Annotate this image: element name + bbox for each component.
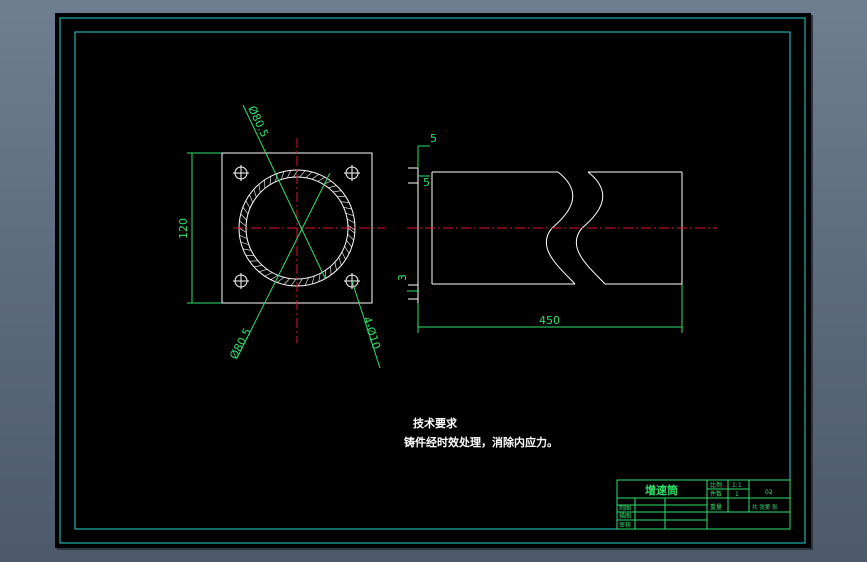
outer-frame: [59, 17, 806, 544]
hatch-line: [269, 176, 271, 185]
hatch-line: [249, 260, 258, 262]
hatch-line: [311, 173, 319, 180]
dimension-diameter-top: Ø80.5: [245, 104, 271, 140]
inner-frame: [74, 31, 791, 530]
hatch-line: [347, 227, 355, 234]
hatch-line: [334, 262, 337, 271]
hatch-line: [239, 234, 248, 239]
hatch-line: [245, 254, 255, 257]
hatch-line: [304, 277, 309, 286]
hatch-line: [343, 207, 352, 210]
side-view[interactable]: 5 5 3 450: [396, 132, 717, 333]
hatch-line: [287, 170, 292, 179]
hatch-line: [347, 225, 356, 231]
diameter-leader-bottom: [236, 172, 331, 359]
hatch-line: [242, 207, 249, 215]
hatch-line: [347, 218, 355, 224]
hatch-line: [340, 201, 350, 203]
dimension-hole-callout: 4-Ø10: [360, 315, 383, 351]
front-view[interactable]: Ø80.5 Ø80.5 4-Ø10 120: [177, 104, 385, 369]
hatch-line: [293, 169, 299, 178]
hatch-line: [341, 251, 346, 260]
hatch-line: [344, 246, 350, 254]
bolt-hole-top-left: [233, 165, 249, 181]
hatch-line: [328, 185, 337, 189]
cad-viewport[interactable]: Ø80.5 Ø80.5 4-Ø10 120 5 5 3: [55, 13, 811, 548]
title-material-label: 重量: [710, 503, 722, 511]
hatch-line: [317, 177, 326, 182]
dimension-offset-bottom: 3: [396, 274, 409, 281]
dimension-offset-top-b: 5: [423, 176, 430, 189]
hatch-line: [347, 233, 354, 241]
title-scale-value: 1:1: [732, 482, 742, 489]
hatch-line: [330, 266, 332, 275]
flange-top-lip: [408, 167, 419, 184]
hatch-line: [333, 190, 342, 193]
hatch-line: [253, 189, 257, 198]
hatch-line: [338, 257, 342, 266]
title-sheet-label: 共 张第 张: [752, 503, 778, 511]
hatch-line: [345, 212, 354, 217]
notes-line-1: 铸件经时效处理，消除内应力。: [404, 435, 558, 449]
hatch-line: [275, 173, 278, 182]
title-approver-label: 审核: [619, 521, 631, 529]
hole-leader: [351, 280, 381, 369]
bolt-hole-top-right: [344, 165, 360, 181]
hatch-line: [305, 171, 313, 179]
title-quantity-label: 件数: [710, 490, 722, 498]
hatch-line: [318, 273, 321, 282]
title-block[interactable]: 增速筒 比例 1:1 件数 1 重量 02 制图 描图 审核 共 张第 张: [616, 479, 791, 530]
hatch-line: [240, 213, 247, 221]
hatch-line: [245, 200, 251, 209]
hatch-line: [258, 269, 268, 273]
hatch-line: [242, 248, 252, 251]
flange-bottom-lip: [408, 284, 419, 300]
hatch-line: [239, 220, 247, 227]
dimension-length: 450: [539, 314, 560, 327]
hatch-line: [238, 227, 247, 233]
hatch-line: [258, 184, 261, 193]
hatch-line: [277, 277, 284, 283]
hatch-line: [249, 194, 254, 203]
hatch-line: [290, 278, 297, 286]
hatch-line: [264, 272, 273, 277]
hatch-line: [297, 278, 303, 287]
hatch-line: [253, 265, 263, 268]
hatch-line: [346, 240, 353, 248]
engineering-drawing: Ø80.5 Ø80.5 4-Ø10 120 5 5 3: [59, 17, 806, 544]
dimension-offset-top-a: 5: [430, 132, 437, 145]
hatch-line: [299, 170, 306, 178]
hatch-line: [270, 275, 279, 280]
title-designer-label: 制图: [619, 504, 631, 512]
title-drawing-no: 02: [765, 489, 773, 496]
notes-title: 技术要求: [413, 416, 458, 430]
hatch-line: [280, 171, 285, 180]
title-quantity-value: 1: [735, 491, 739, 498]
diameter-leader-top: [242, 104, 326, 279]
hatch-line: [240, 241, 249, 245]
title-scale-label: 比例: [710, 481, 722, 489]
hatch-line: [283, 278, 291, 285]
dimension-diameter-bottom: Ø80.5: [227, 326, 254, 361]
dimension-height: 120: [177, 218, 190, 239]
hatch-line: [311, 275, 315, 285]
title-checker-label: 描图: [619, 512, 631, 520]
title-part-name: 增速筒: [645, 483, 678, 497]
bolt-hole-bottom-left: [233, 273, 249, 289]
section-hatch: [238, 169, 356, 287]
